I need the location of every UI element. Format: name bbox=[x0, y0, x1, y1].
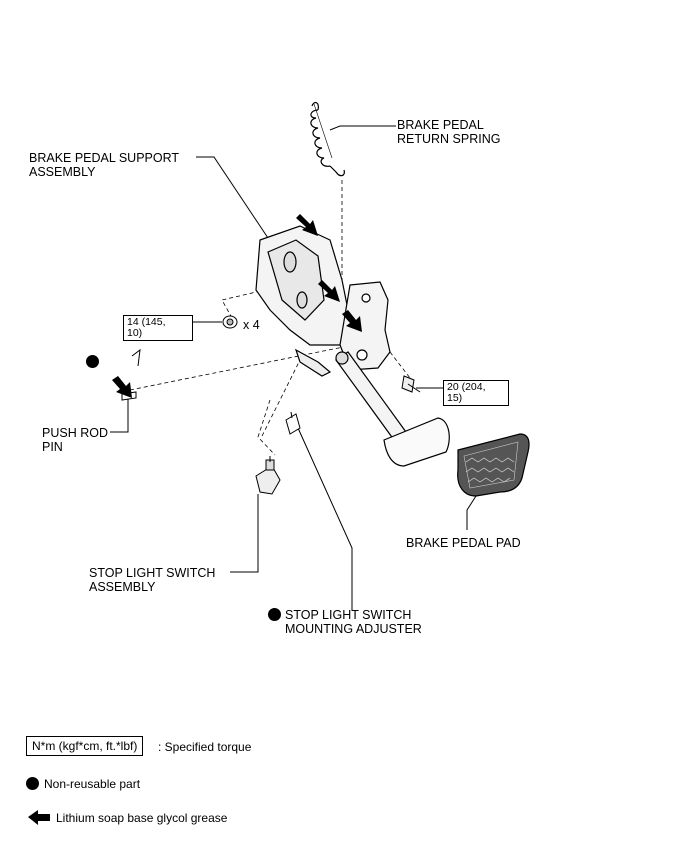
leader-mounting-adjuster bbox=[297, 427, 353, 610]
legend-torque-box: N*m (kgf*cm, ft.*lbf) bbox=[26, 736, 144, 756]
label-stop-light-switch: STOP LIGHT SWITCH ASSEMBLY bbox=[89, 566, 216, 594]
label-return-spring: BRAKE PEDAL RETURN SPRING bbox=[397, 118, 501, 146]
grease-arrow-icon bbox=[296, 214, 318, 236]
grease-arrow-icon bbox=[112, 376, 132, 398]
mounting-adjuster-part bbox=[285, 411, 301, 435]
label-mounting-adjuster: STOP LIGHT SWITCH MOUNTING ADJUSTER bbox=[285, 608, 422, 636]
leader-stop-light-switch bbox=[230, 494, 259, 573]
torque-box-support-nut: 14 (145, 10) bbox=[123, 315, 193, 341]
torque-box-bolt: 20 (204, 15) bbox=[443, 380, 509, 406]
stop-light-switch-part bbox=[255, 456, 281, 495]
nonreusable-dot-icon bbox=[268, 608, 281, 621]
grease-arrow-icon bbox=[318, 280, 340, 302]
leader-push-rod bbox=[110, 398, 129, 433]
support-nut-part bbox=[222, 315, 238, 329]
legend-torque-desc: : Specified torque bbox=[158, 740, 252, 754]
pedal-pad-part bbox=[457, 433, 530, 497]
legend-nonreusable-dot-icon bbox=[26, 777, 39, 790]
grease-arrow-icon bbox=[342, 310, 362, 332]
return-spring-part bbox=[310, 101, 345, 177]
legend-grease-arrow-icon bbox=[28, 810, 50, 825]
leader-return-spring bbox=[329, 125, 396, 131]
label-support-assembly: BRAKE PEDAL SUPPORT ASSEMBLY bbox=[29, 151, 180, 179]
leader-pedal-pad bbox=[466, 495, 477, 530]
legend-nonreusable: Non-reusable part bbox=[44, 777, 141, 791]
support-bracket-part bbox=[255, 225, 391, 371]
pedal-arm-part bbox=[294, 348, 450, 467]
legend-grease: Lithium soap base glycol grease bbox=[56, 811, 228, 825]
leader-support-assembly bbox=[196, 156, 269, 239]
bolt-part bbox=[401, 375, 421, 393]
label-push-rod-pin: PUSH ROD PIN bbox=[42, 426, 108, 454]
label-qty-x4: x 4 bbox=[243, 318, 260, 332]
nonreusable-dot-icon bbox=[86, 355, 99, 368]
label-pedal-pad: BRAKE PEDAL PAD bbox=[406, 536, 521, 550]
